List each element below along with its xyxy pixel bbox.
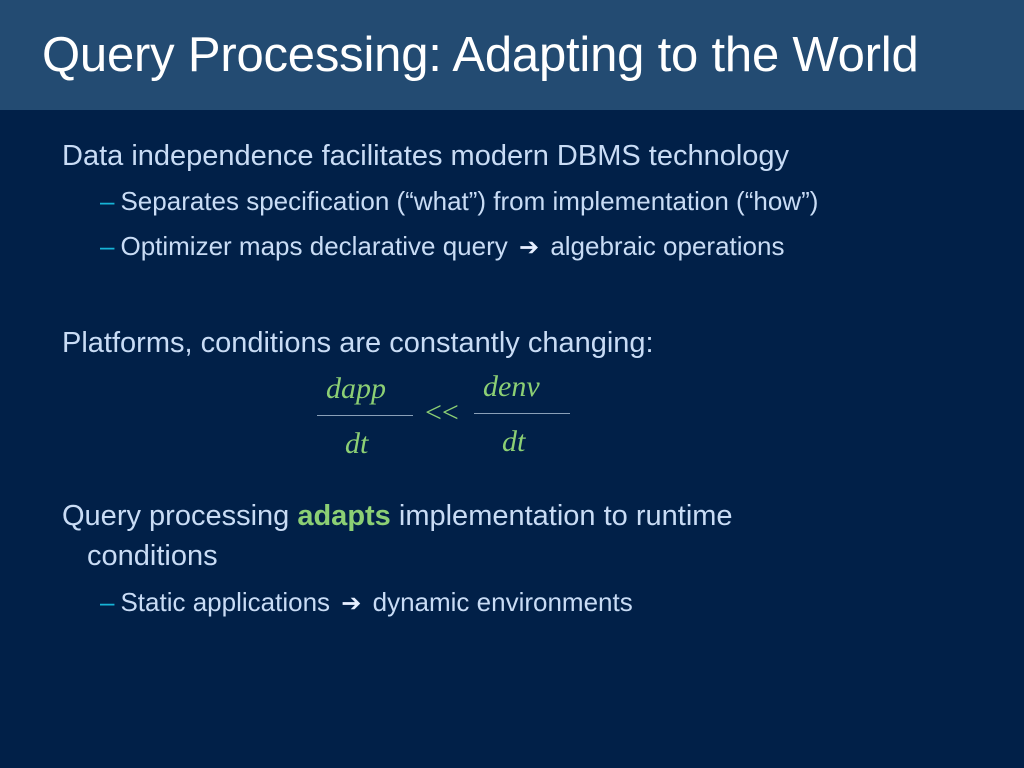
subbullet-text-after: algebraic operations <box>550 231 785 261</box>
dash-icon: – <box>100 186 115 216</box>
dash-icon: – <box>100 587 115 617</box>
formula-left-numerator: dapp <box>326 372 386 405</box>
slide-title: Query Processing: Adapting to the World <box>42 28 919 82</box>
subbullet-text-after: dynamic environments <box>372 587 633 617</box>
dash-icon: – <box>100 231 115 261</box>
bullet-text-before: Query processing <box>62 500 290 532</box>
bullet-accent-word: adapts <box>297 500 391 532</box>
subbullet-text-before: Static applications <box>120 587 331 617</box>
formula-left-fraction-bar <box>317 415 413 416</box>
formula-right-fraction-bar <box>474 413 570 414</box>
subbullet-optimizer: –Optimizer maps declarative query ➔ alge… <box>100 231 784 262</box>
arrow-right-icon: ➔ <box>518 234 540 261</box>
subbullet-text: Separates specification (“what”) from im… <box>120 186 819 216</box>
arrow-right-icon: ➔ <box>341 590 362 617</box>
subbullet-separates: –Separates specification (“what”) from i… <box>100 186 818 217</box>
formula-operator: << <box>425 396 459 429</box>
formula-right-denominator: dt <box>502 425 526 458</box>
bullet-data-independence: Data independence facilitates modern DBM… <box>62 140 790 172</box>
title-bar: Query Processing: Adapting to the World <box>0 0 1024 110</box>
bullet-query-processing-continued: conditions <box>87 540 218 572</box>
subbullet-text-before: Optimizer maps declarative query <box>120 231 508 261</box>
formula-left-denominator: dt <box>345 427 369 460</box>
subbullet-static: –Static applications ➔ dynamic environme… <box>100 587 633 618</box>
formula-right-numerator: denv <box>483 370 540 403</box>
bullet-platforms: Platforms, conditions are constantly cha… <box>62 327 654 359</box>
bullet-text-after: implementation to runtime <box>398 500 733 532</box>
bullet-query-processing: Query processing adapts implementation t… <box>62 500 733 533</box>
